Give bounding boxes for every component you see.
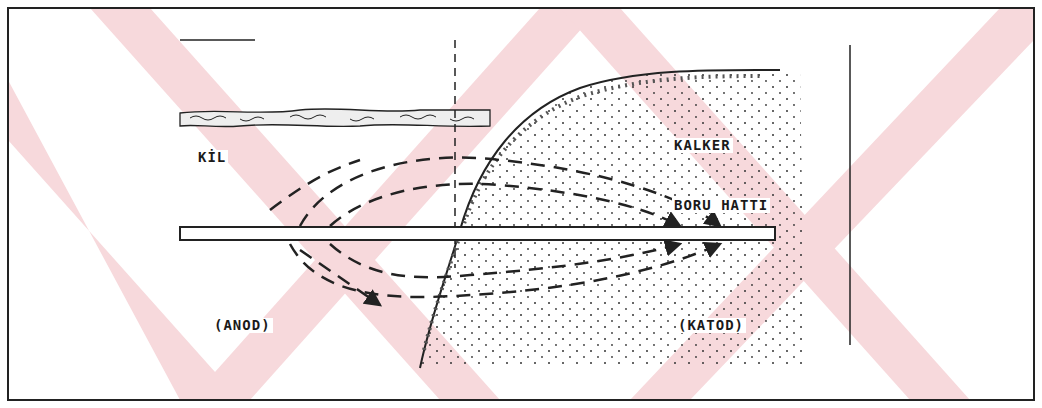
pipeline xyxy=(180,227,775,240)
layer-label: BORU HATTI xyxy=(672,198,770,213)
clay-layer xyxy=(180,109,490,127)
layer-label: KİL xyxy=(196,150,228,165)
layer-label: (KATOD) xyxy=(676,318,746,333)
layer-label: (ANOD) xyxy=(212,318,273,333)
rule-line xyxy=(180,39,255,41)
border-line xyxy=(849,45,851,345)
clay-texture xyxy=(190,115,474,121)
frame xyxy=(8,8,1034,400)
layer-label: KALKER xyxy=(672,138,733,153)
watermark xyxy=(8,8,1034,400)
